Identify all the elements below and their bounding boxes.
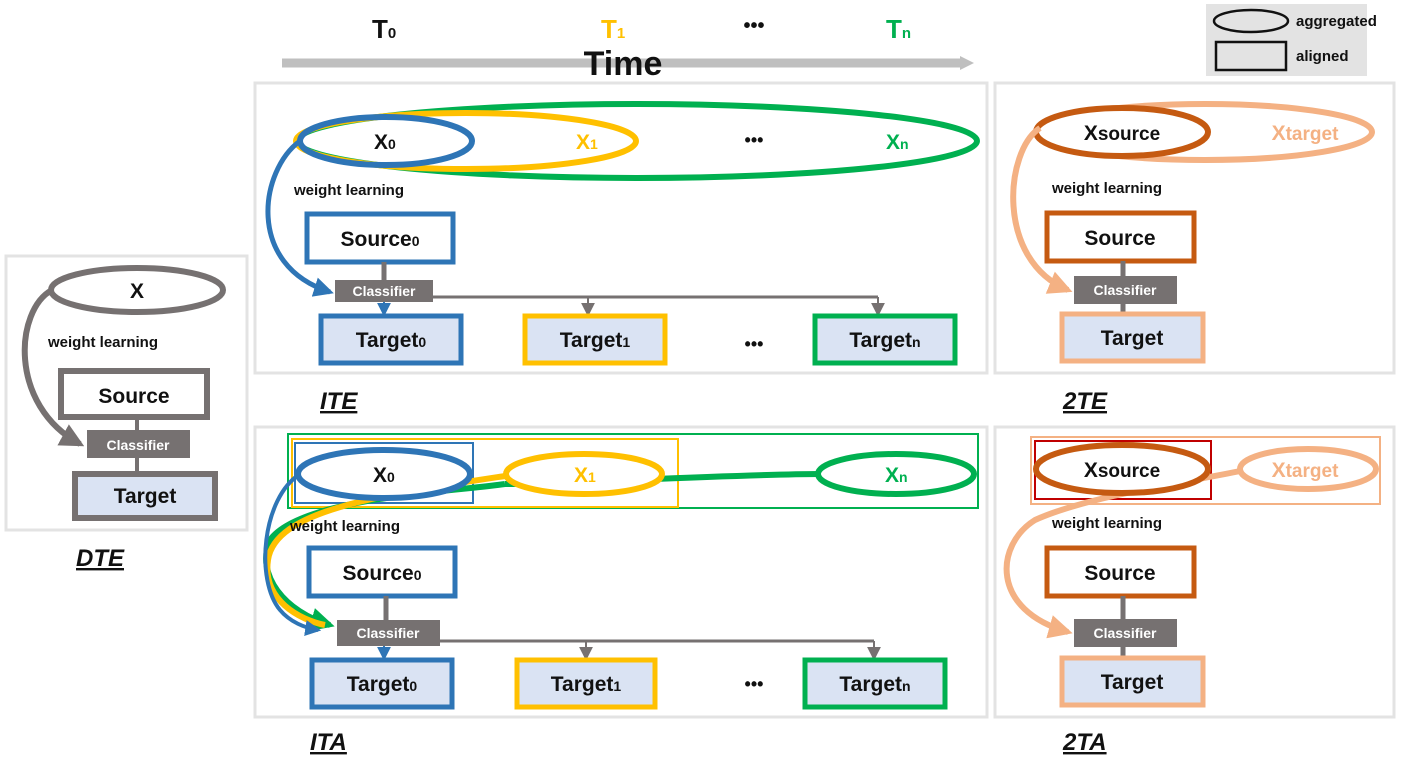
time-label-t1: T1 xyxy=(601,14,625,44)
ita-x1-label: X1 xyxy=(574,464,596,487)
dte-classifier-label: Classifier xyxy=(106,437,170,453)
dte-source-label: Source xyxy=(98,385,169,408)
ta2-source-label: Source xyxy=(1084,562,1155,585)
ita-x0-aligned-rect xyxy=(294,442,474,504)
ite-classifier-box xyxy=(335,280,433,302)
ita-targetn-box xyxy=(802,657,948,710)
ita-targetn-label: Targetn xyxy=(839,673,910,696)
time-axis-label: Time xyxy=(584,45,663,83)
ita-target1-label: Target1 xyxy=(551,673,622,696)
time-label-t0: T0 xyxy=(372,14,396,44)
ita-target-ellipsis: ••• xyxy=(745,674,764,694)
ite-source-label: Source0 xyxy=(341,228,420,251)
dte-caption: DTE xyxy=(76,545,125,572)
ite-targetn-box xyxy=(812,313,958,366)
te2-caption: 2TE xyxy=(1062,388,1108,415)
ite-source-box xyxy=(304,211,456,265)
ite-target0-label: Target0 xyxy=(356,329,427,352)
ta2-target-label: Target xyxy=(1101,671,1164,694)
legend-ellipse-icon xyxy=(1212,8,1290,34)
legend-aligned-label: aligned xyxy=(1296,48,1349,65)
dte-source-box xyxy=(58,368,210,420)
ite-target1-box xyxy=(522,313,668,366)
ita-xn-ellipse xyxy=(815,451,977,497)
te2-classifier-box xyxy=(1074,276,1177,304)
ita-panel: X0 X1 Xn weight learning Source0 Classif… xyxy=(253,425,989,756)
ita-target0-label: Target0 xyxy=(347,673,418,696)
dte-weight-label: weight learning xyxy=(47,334,158,351)
ta2-source-box xyxy=(1044,545,1197,599)
ita-source-box xyxy=(306,545,458,599)
ite-panel-border xyxy=(253,81,989,375)
ta2-xsource-ellipse xyxy=(1033,442,1211,496)
ite-weight-label: weight learning xyxy=(293,182,404,199)
ta2-panel-border xyxy=(993,425,1396,719)
dte-weight-arrow xyxy=(21,287,85,447)
ite-target-ellipsis: ••• xyxy=(745,334,764,354)
time-ellipsis: ••• xyxy=(743,15,764,37)
ta2-xtarget-label: Xtarget xyxy=(1272,459,1339,482)
ita-x0-label: X0 xyxy=(373,464,395,487)
ita-target1-box xyxy=(514,657,658,710)
ta2-classifier-label: Classifier xyxy=(1093,625,1157,641)
te2-target-box xyxy=(1059,311,1206,364)
ite-classifier-label: Classifier xyxy=(352,283,416,299)
ite-target0-box xyxy=(318,313,464,366)
ite-caption: ITE xyxy=(320,388,358,415)
te2-classifier-label: Classifier xyxy=(1093,282,1157,298)
te2-panel: Xsource Xtarget weight learning Source C… xyxy=(993,81,1396,415)
ite-targetn-label: Targetn xyxy=(849,329,920,352)
te2-weight-label: weight learning xyxy=(1051,180,1162,197)
ita-caption: ITA xyxy=(310,729,347,756)
dte-target-box xyxy=(72,471,218,521)
ite-x1-label: X1 xyxy=(576,131,598,154)
ite-target1-label: Target1 xyxy=(560,329,631,352)
time-axis-arrowhead xyxy=(960,56,974,70)
ta2-caption: 2TA xyxy=(1062,729,1107,756)
ita-x1-aligned-rect xyxy=(291,438,679,508)
time-label-tn: Tn xyxy=(886,14,911,44)
legend-rect-icon xyxy=(1214,40,1288,72)
ita-weight-label: weight learning xyxy=(289,518,400,535)
ta2-panel: Xsource Xtarget weight learning Source C… xyxy=(993,425,1396,756)
ta2-weight-label: weight learning xyxy=(1051,515,1162,532)
ita-classifier-label: Classifier xyxy=(356,625,420,641)
ite-xn-label: Xn xyxy=(886,131,909,154)
ita-x0-ellipse xyxy=(295,447,473,501)
ite-weight-arrow xyxy=(265,138,334,297)
ta2-xsource-label: Xsource xyxy=(1084,459,1160,482)
ite-x-ellipsis: ••• xyxy=(745,130,764,150)
ite-x0-label: X0 xyxy=(374,131,396,154)
ta2-classifier-box xyxy=(1074,619,1177,647)
legend-aggregated-label: aggregated xyxy=(1296,13,1377,30)
te2-xsource-label: Xsource xyxy=(1084,122,1160,145)
legend: aggregated aligned xyxy=(1206,4,1377,76)
dte-target-label: Target xyxy=(114,485,177,508)
te2-source-label: Source xyxy=(1084,227,1155,250)
te2-weight-arrow xyxy=(1010,125,1073,294)
ita-classifier-box xyxy=(337,620,440,646)
te2-target-label: Target xyxy=(1101,327,1164,350)
te2-panel-border xyxy=(993,81,1396,375)
te2-xtarget-label: Xtarget xyxy=(1272,122,1339,145)
ta2-target-box xyxy=(1059,655,1206,708)
ita-panel-border xyxy=(253,425,989,719)
ita-x1-ellipse xyxy=(503,451,665,497)
dte-x-label: X xyxy=(130,280,144,303)
dte-classifier-box xyxy=(87,430,190,458)
ta2-xtarget-ellipse xyxy=(1237,446,1379,492)
ita-blue-weight-arrow xyxy=(263,472,322,636)
dte-panel-border xyxy=(4,254,249,532)
ite-panel: X0 X1 ••• Xn weight learning Source0 Cla… xyxy=(253,81,989,415)
timeline: T0 T1 ••• Tn Time xyxy=(282,14,974,83)
ita-source-label: Source0 xyxy=(343,562,422,585)
ta2-xtarget-aligned-rect xyxy=(1030,436,1381,505)
ita-xn-label: Xn xyxy=(885,464,908,487)
ita-target0-box xyxy=(309,657,455,710)
dte-panel: X weight learning Source Classifier Targ… xyxy=(4,254,249,572)
